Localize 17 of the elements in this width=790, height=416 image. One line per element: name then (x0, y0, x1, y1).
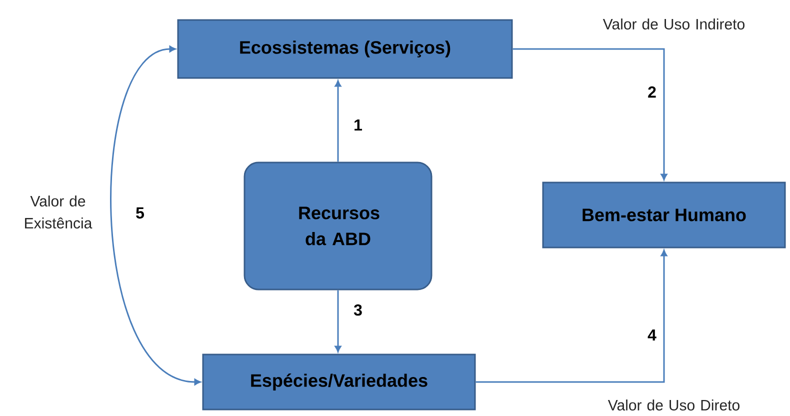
value-label: Valor de Uso Direto (608, 400, 740, 410)
arrow (476, 250, 668, 383)
edge-label: 3 (352, 303, 364, 317)
arrow (334, 290, 342, 352)
process-box: Espécies/Variedades (202, 354, 476, 410)
process-box: Bem-estar Humano (542, 182, 786, 248)
edge-label: 2 (646, 85, 658, 99)
edge-label: 4 (646, 328, 658, 342)
arrow (334, 80, 342, 162)
edge-label: 5 (134, 206, 146, 220)
edge-label: 1 (352, 118, 364, 132)
arrow (110, 46, 201, 386)
value-label: Valor de Uso Indireto (602, 18, 744, 30)
process-box: Ecossistemas (Serviços) (177, 19, 513, 79)
value-label: Valor de Existência (25, 196, 92, 228)
rounded-box: Recursos da ABD (244, 162, 432, 290)
arrow (512, 48, 668, 180)
